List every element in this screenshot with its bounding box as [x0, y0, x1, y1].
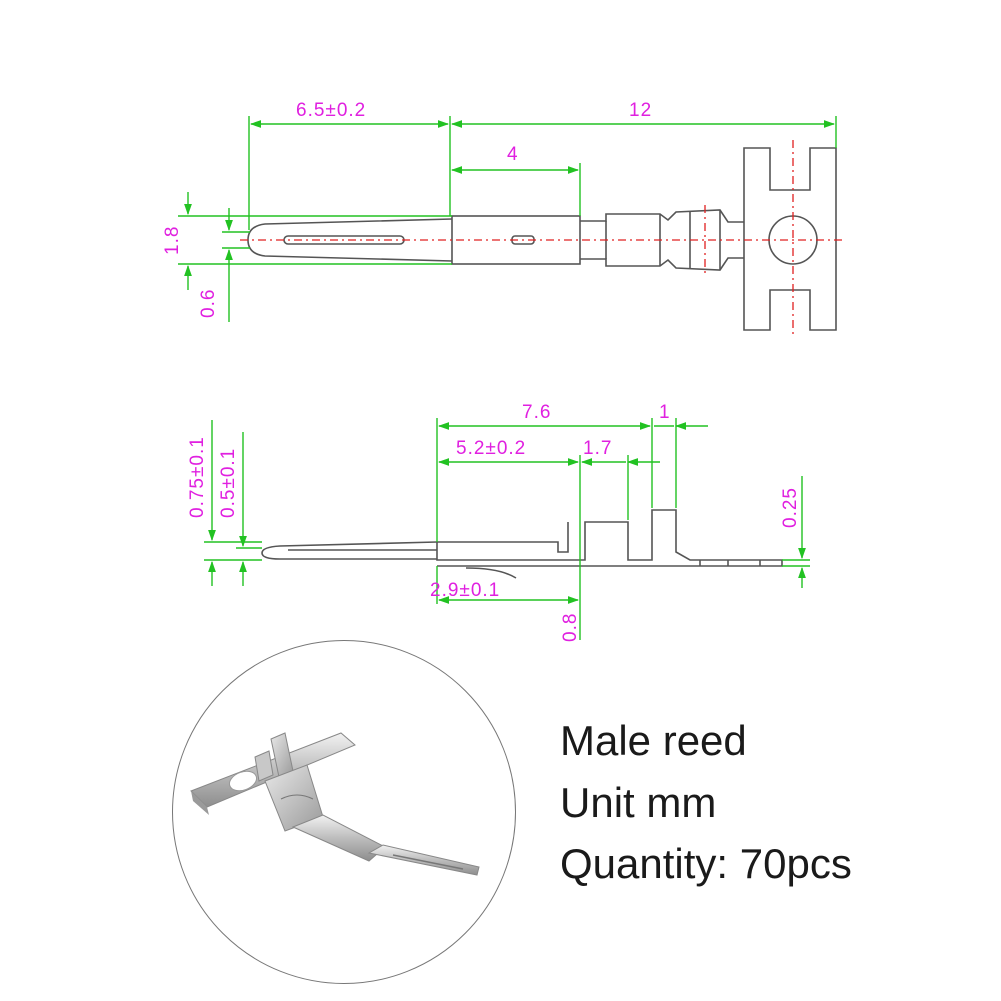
caption-quantity: Quantity: 70pcs	[560, 840, 852, 887]
dim-label-4: 4	[507, 144, 519, 165]
dim-label-1: 1	[659, 402, 671, 423]
top-view-drawing	[247, 147, 837, 331]
top-view-dimension-lines	[178, 116, 837, 322]
dim-label-0-5: 0.5±0.1	[218, 448, 239, 518]
caption-part-name: Male reed	[560, 717, 747, 764]
dim-label-1-7: 1.7	[583, 438, 612, 459]
dim-label-0-25: 0.25	[780, 487, 801, 528]
dim-label-0-8: 0.8	[560, 613, 581, 642]
pin-crimp-outline	[580, 209, 744, 271]
side-pin-outline	[261, 541, 438, 560]
carrier-strip-outline	[743, 147, 837, 331]
side-view-drawing	[261, 509, 783, 579]
terminal-photo-circle	[172, 640, 516, 984]
top-view-centerlines	[240, 140, 846, 336]
dim-label-2-9: 2.9±0.1	[430, 580, 500, 601]
dim-label-12: 12	[629, 100, 652, 121]
side-view-dimension-lines	[204, 418, 810, 640]
dim-label-0-75: 0.75±0.1	[187, 436, 208, 518]
dim-label-0-6: 0.6	[198, 289, 219, 318]
side-view-dimension-labels: 7.6 1 5.2±0.2 1.7 0.75±0.1 0.5±0.1 0.25 …	[187, 402, 801, 642]
dim-label-7-6: 7.6	[522, 402, 551, 423]
side-body-outline	[436, 509, 783, 567]
caption-unit: Unit mm	[560, 779, 717, 826]
dim-label-1-8: 1.8	[162, 226, 183, 255]
dim-label-6-5: 6.5±0.2	[296, 100, 366, 121]
top-view-dimension-labels: 6.5±0.2 12 4 1.8 0.6	[162, 100, 652, 318]
dim-label-5-2: 5.2±0.2	[456, 438, 526, 459]
terminal-pin-photo-icon	[190, 732, 480, 876]
